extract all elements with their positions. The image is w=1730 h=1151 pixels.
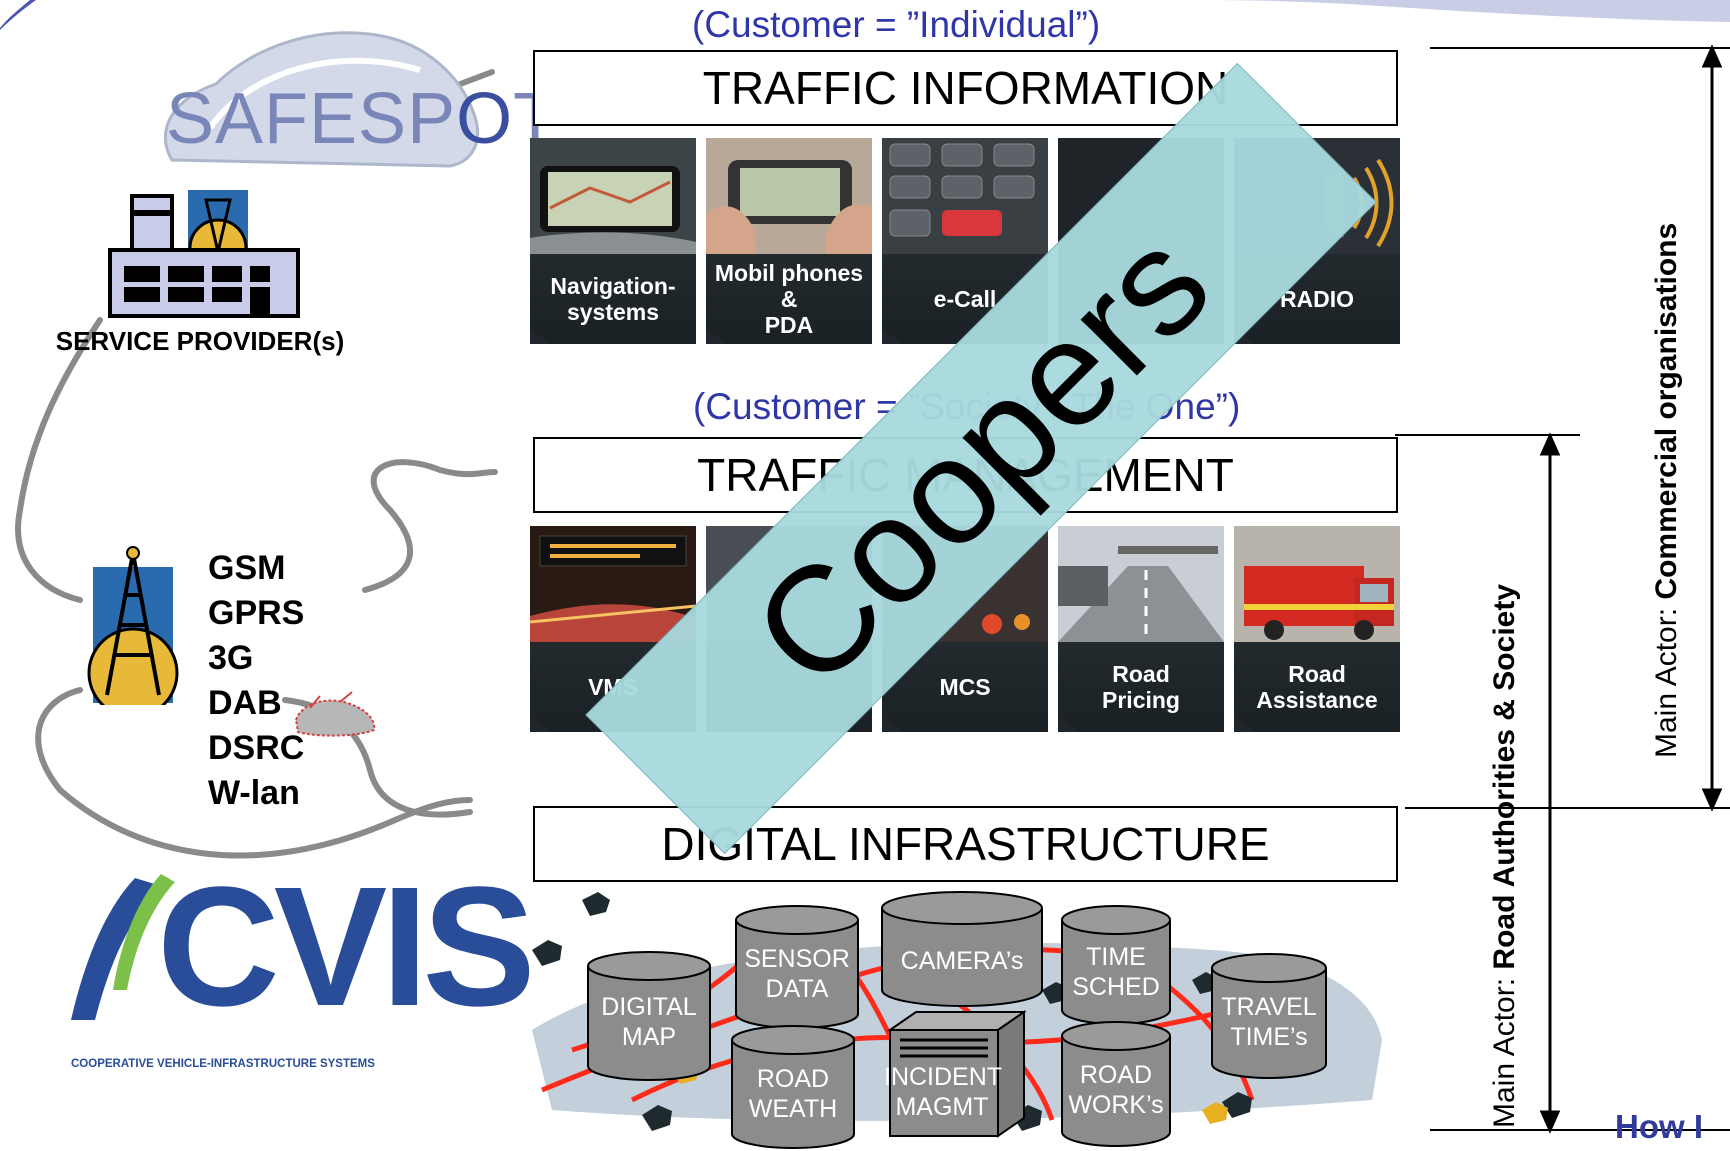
database-digital-map-icon bbox=[587, 951, 711, 1081]
db-label-line: TRAVEL bbox=[1221, 993, 1317, 1021]
customer-individual-label: (Customer = ”Individual”) bbox=[692, 4, 1101, 45]
tile-label-line: Road bbox=[1288, 661, 1346, 687]
db-label-line: DATA bbox=[765, 975, 829, 1003]
tunnel-sign-photo bbox=[530, 526, 696, 642]
tile-label-line: systems bbox=[566, 299, 660, 325]
tile-label-line: Mobil phones bbox=[714, 260, 864, 286]
commercial-actor-label: Main Actor: Commercial organisations bbox=[1650, 223, 1684, 758]
network-item: 3G bbox=[208, 639, 254, 677]
tile-label-line: PDA bbox=[764, 312, 814, 338]
db-label-line: DIGITAL bbox=[601, 993, 697, 1021]
db-label-line: SENSOR bbox=[744, 945, 850, 973]
service-provider-building-icon bbox=[108, 190, 300, 318]
digital-infrastructure-box: DIGITAL INFRASTRUCTURE bbox=[533, 806, 1398, 882]
network-technologies-list: GSM GPRS 3G DAB DSRC W-lan bbox=[208, 546, 304, 816]
db-label-line: MAGMT bbox=[895, 1093, 989, 1121]
network-item: GSM bbox=[208, 549, 286, 587]
corner-swoosh bbox=[0, 0, 36, 30]
actor-bold: Road Authorities & Society bbox=[1488, 583, 1521, 970]
db-label-line: SCHED bbox=[1072, 973, 1160, 1001]
db-label-line: ROAD bbox=[1079, 1061, 1153, 1089]
network-item: DSRC bbox=[208, 729, 305, 767]
db-label-line: ROAD bbox=[756, 1065, 830, 1093]
traffic-information-title: TRAFFIC INFORMATION bbox=[702, 62, 1229, 114]
keypad-sos-photo bbox=[882, 138, 1048, 254]
tile-label-line: e-Call bbox=[933, 286, 997, 312]
tile-navigation-systems: Navigation-systems bbox=[530, 138, 696, 344]
cvis-tagline: COOPERATIVE VEHICLE-INFRASTRUCTURE SYSTE… bbox=[71, 1058, 375, 1070]
db-label-line: TIME bbox=[1086, 943, 1146, 971]
tile-label-line: MCS bbox=[939, 674, 991, 700]
db-label-line: WEATH bbox=[748, 1095, 838, 1123]
actor-prefix: Main Actor: bbox=[1488, 969, 1521, 1128]
database-label: CAMERA’s bbox=[880, 946, 1044, 976]
service-provider-label: SERVICE PROVIDER(s) bbox=[55, 326, 345, 356]
network-item: DAB bbox=[208, 684, 282, 722]
toll-gantry-photo bbox=[1058, 526, 1224, 642]
network-item: GPRS bbox=[208, 594, 305, 632]
tile-label-line: Navigation- bbox=[550, 273, 676, 299]
db-label-line: WORK’s bbox=[1068, 1091, 1164, 1119]
actor-bold: Commercial organisations bbox=[1650, 222, 1683, 600]
road-authorities-actor-label: Main Actor: Road Authorities & Society bbox=[1488, 584, 1522, 1128]
antenna-tower-icon bbox=[87, 546, 179, 705]
db-label-line: INCIDENT bbox=[884, 1063, 1003, 1091]
cvis-logo: CVIS COOPERATIVE VEHICLE-INFRASTRUCTURE … bbox=[65, 862, 536, 1080]
tile-label-line: Pricing bbox=[1102, 687, 1180, 713]
db-label-line: CAMERA’s bbox=[900, 947, 1024, 975]
navigation-screen-photo bbox=[530, 138, 696, 254]
cvis-wordmark: CVIS bbox=[157, 852, 536, 1042]
phone-in-hand-photo bbox=[706, 138, 872, 254]
tile-label-line: RADIO bbox=[1279, 286, 1355, 312]
network-item: W-lan bbox=[208, 774, 300, 812]
safespot-logo: SAFESPOT bbox=[160, 10, 557, 170]
digital-infrastructure-title: DIGITAL INFRASTRUCTURE bbox=[661, 818, 1270, 870]
tile-label-line: Assistance bbox=[1256, 687, 1378, 713]
db-label-line: MAP bbox=[621, 1023, 677, 1051]
actor-prefix: Main Actor: bbox=[1650, 599, 1683, 758]
vehicle-sketch-icon bbox=[294, 691, 376, 737]
header-swoosh bbox=[1200, 0, 1730, 22]
tile-mobile-phones-pda: Mobil phones&PDA bbox=[706, 138, 872, 344]
safespot-wordmark: SAFESPOT bbox=[166, 79, 557, 159]
fire-truck-photo bbox=[1234, 526, 1400, 642]
tile-label-line: & bbox=[780, 286, 798, 312]
tile-label-line: Road bbox=[1112, 661, 1170, 687]
footer-title-fragment: How I bbox=[1615, 1108, 1703, 1145]
db-label-line: TIME’s bbox=[1230, 1023, 1308, 1051]
